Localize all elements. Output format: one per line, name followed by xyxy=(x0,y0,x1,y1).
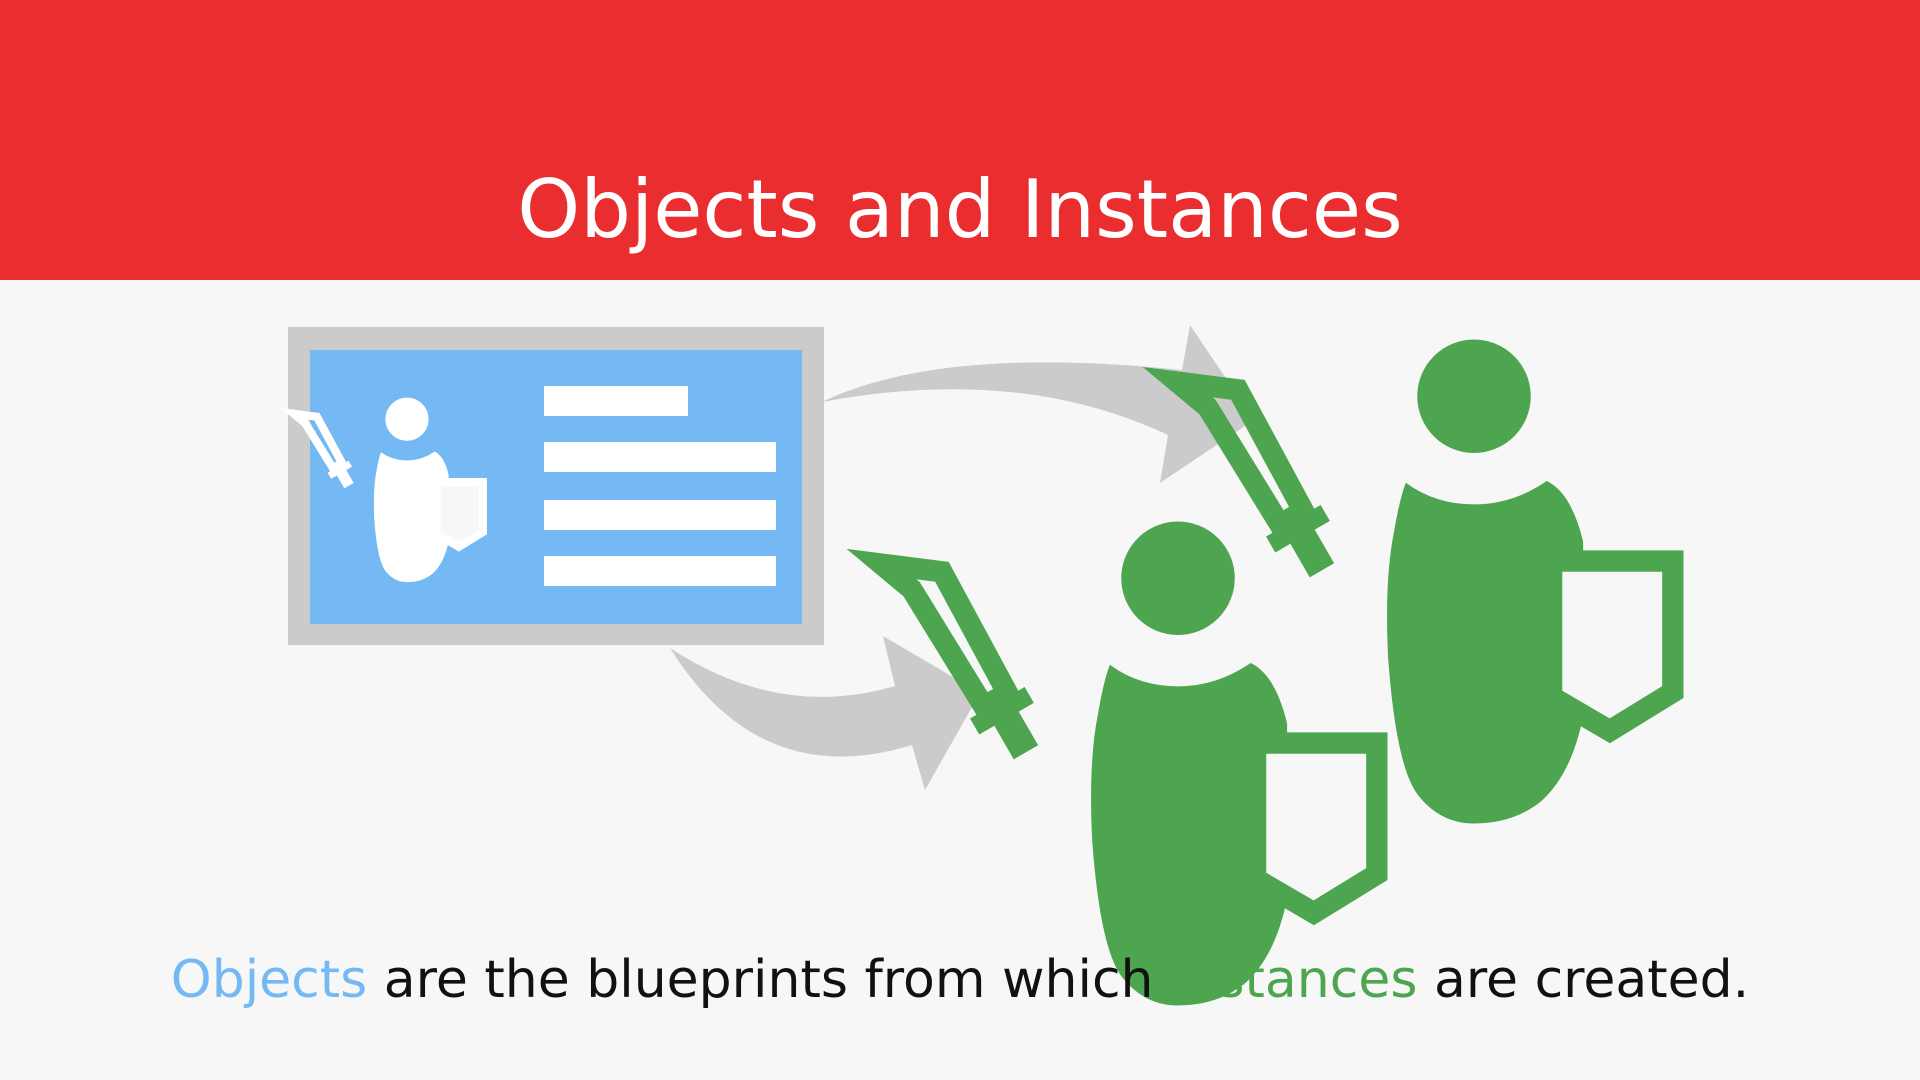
caption-middle: are the blueprints from which xyxy=(367,950,1171,1010)
instance-knight-bottom xyxy=(881,522,1376,1005)
title-bar: Objects and Instances xyxy=(0,0,1920,280)
curved-arrow-icon xyxy=(670,636,980,790)
slide-title: Objects and Instances xyxy=(517,163,1403,256)
knight-with-sword-and-shield-icon xyxy=(881,522,1376,1005)
blueprint-text-lines xyxy=(544,386,776,586)
instances-term: instances xyxy=(1170,950,1418,1010)
object-blueprint xyxy=(288,327,824,645)
caption: Objects are the blueprints from which in… xyxy=(0,945,1920,1015)
curved-arrow-icon xyxy=(822,325,1254,483)
objects-term: Objects xyxy=(170,950,368,1010)
caption-end: are created. xyxy=(1417,950,1750,1010)
